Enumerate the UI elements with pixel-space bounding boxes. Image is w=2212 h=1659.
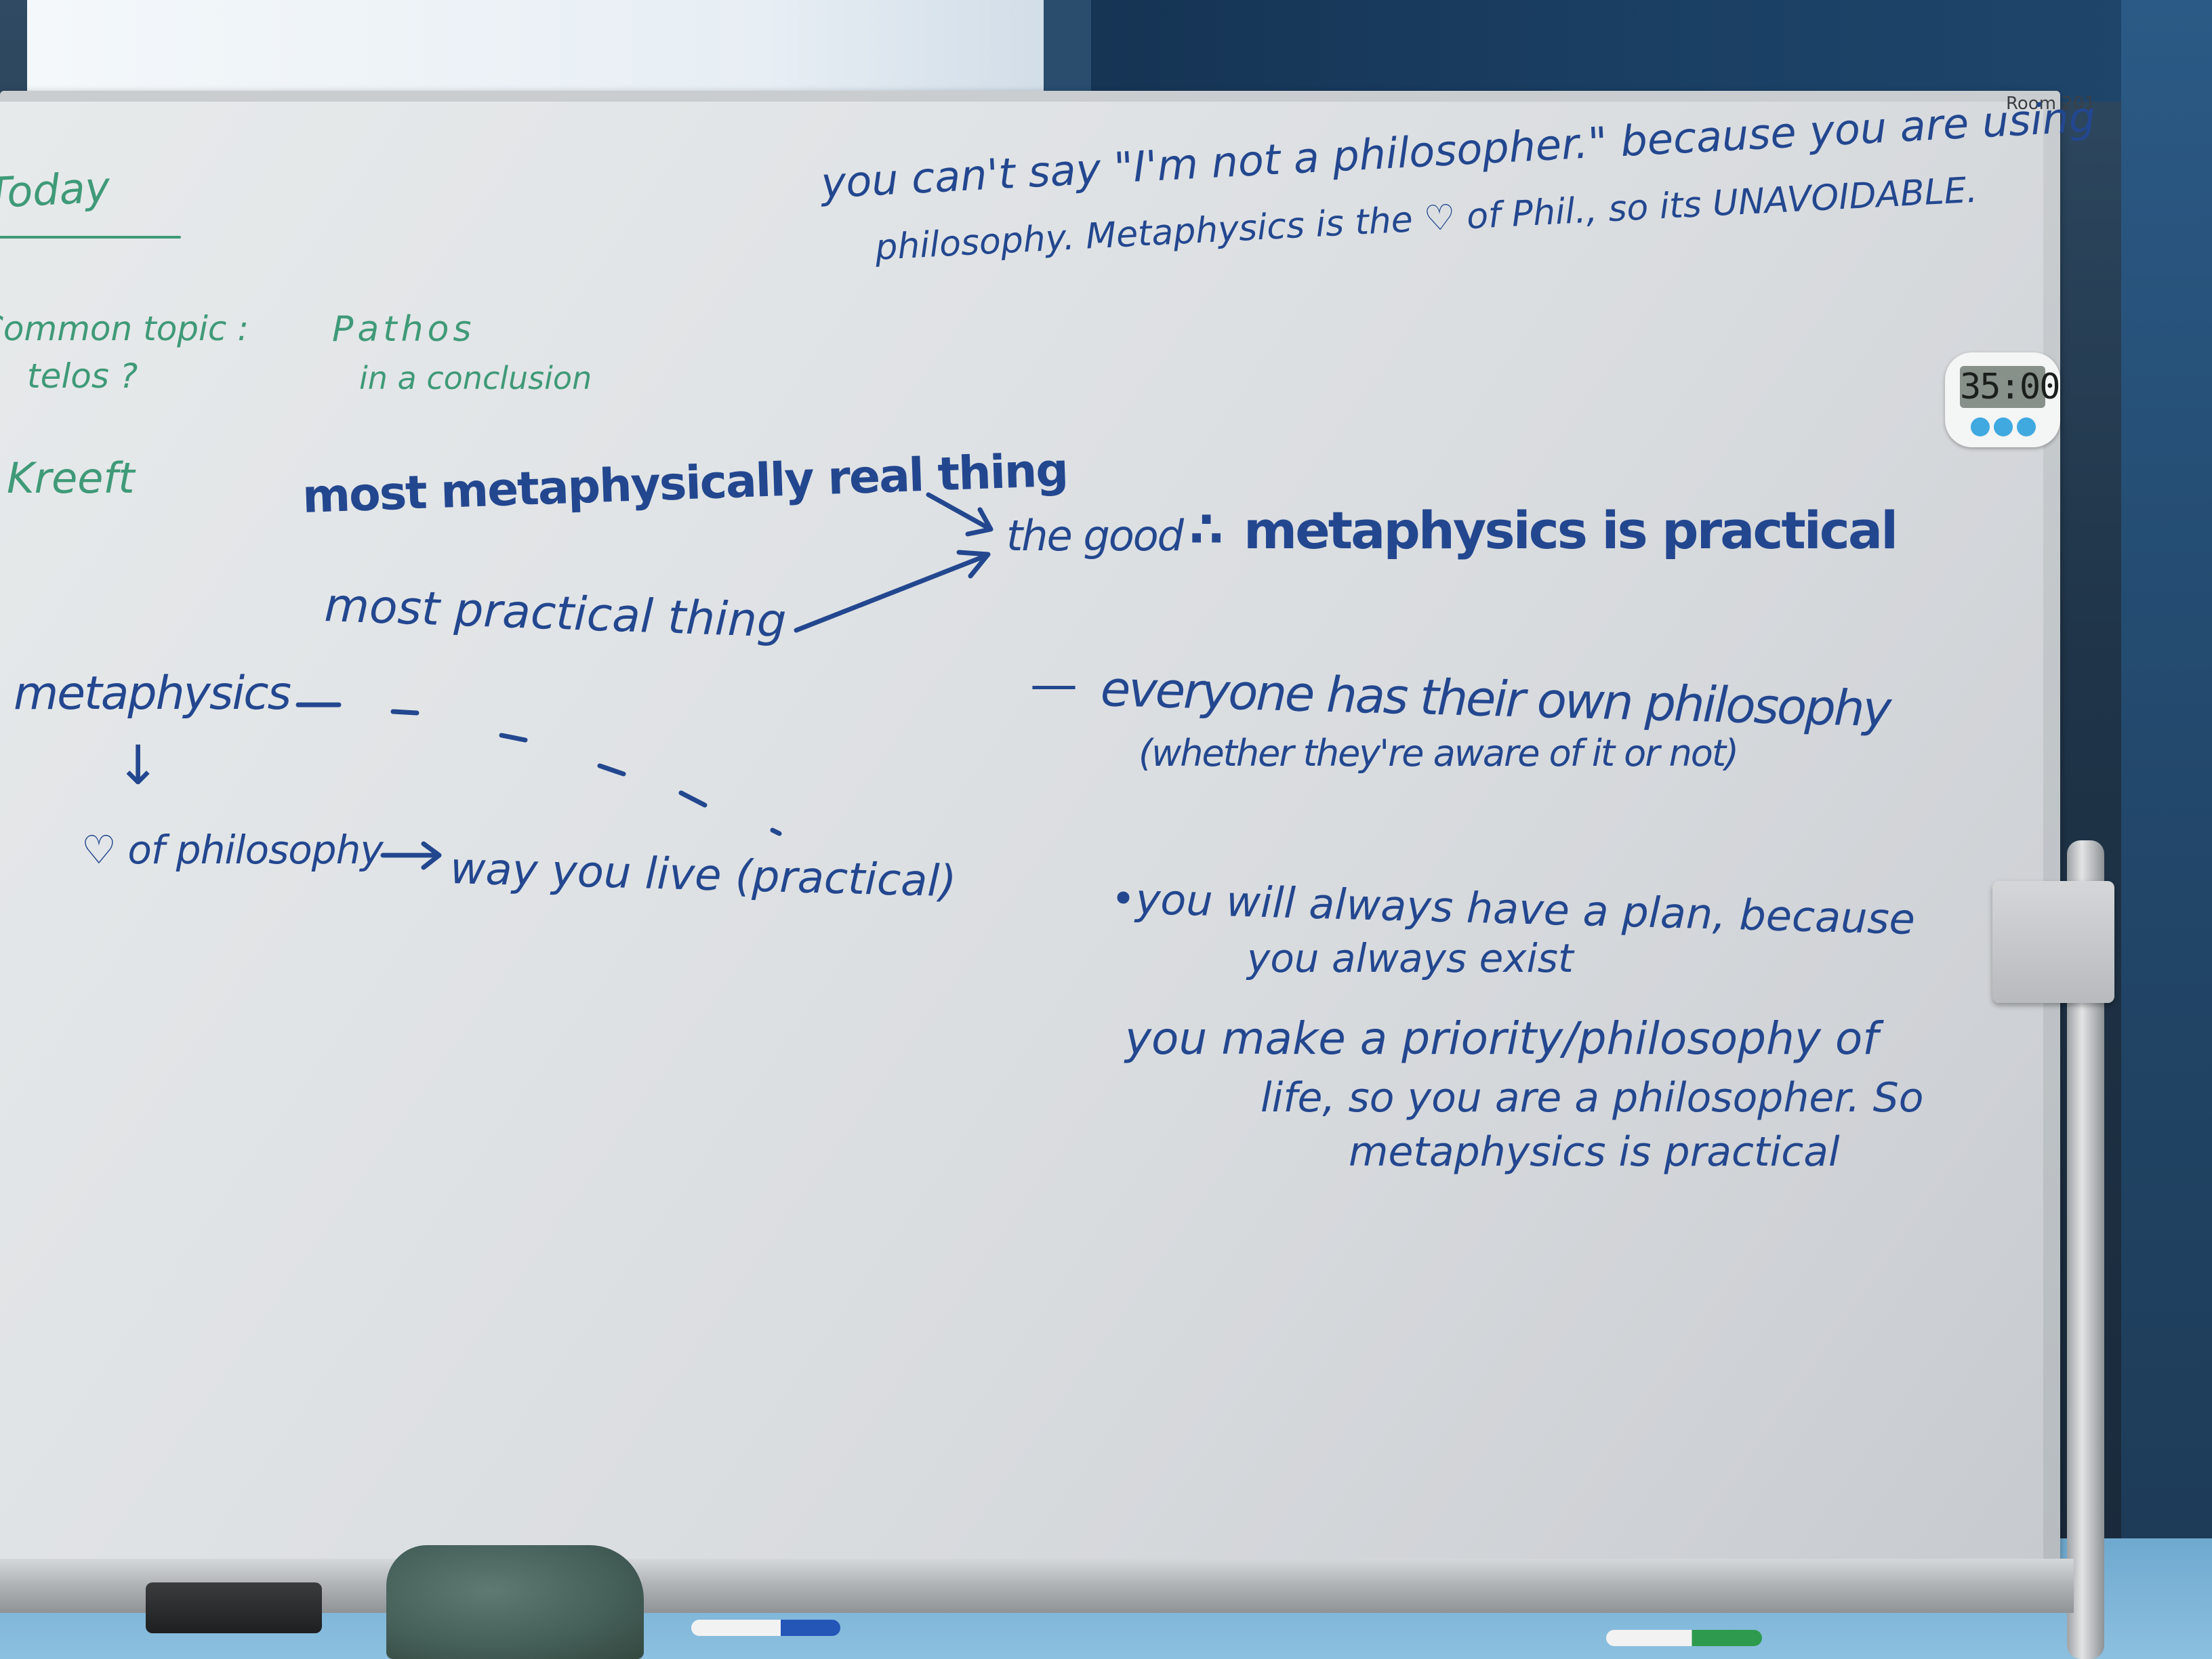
kreeft-note: Kreeft <box>7 453 135 503</box>
therefore-symbol: ∴ <box>1189 501 1224 558</box>
in-conclusion-note: in a conclusion <box>359 360 592 396</box>
pathos-note: Pathos <box>332 309 476 350</box>
metaphysics-is-practical: metaphysics is practical <box>1244 500 1898 560</box>
blue-marker[interactable] <box>691 1620 840 1636</box>
dash-mark: — <box>1030 657 1078 712</box>
whiteboard-surface <box>0 102 2043 1559</box>
always-have-plan-line-2: you always exist <box>1247 935 1574 981</box>
down-arrow: ↓ <box>115 734 161 797</box>
marker-holder-clip <box>1992 881 2114 1003</box>
timer-button-2[interactable] <box>1994 417 2013 436</box>
today-note: Today <box>0 162 111 218</box>
priority-line-2: life, so you are a philosopher. So <box>1261 1074 1924 1122</box>
priority-line-3: metaphysics is practical <box>1349 1128 1840 1176</box>
heart-of-philosophy: ♡ of philosophy <box>81 827 384 873</box>
whether-aware-note: (whether they're aware of it or not) <box>1139 732 1739 775</box>
room-label: Room 201 <box>2006 94 2095 114</box>
side-wall <box>2121 0 2212 1659</box>
green-marker[interactable] <box>1606 1630 1762 1646</box>
cleaning-cloth[interactable] <box>386 1545 644 1659</box>
window-frame <box>1044 0 1091 95</box>
timer-button-1[interactable] <box>1971 417 1990 436</box>
timer-button-3[interactable] <box>2017 417 2036 436</box>
window <box>27 0 1084 95</box>
metaphysics-label: metaphysics <box>14 667 291 720</box>
marker-tray <box>0 1559 2074 1613</box>
back-wall <box>1091 0 2212 102</box>
the-good: the good <box>1006 511 1184 560</box>
timer-display: 35:00 <box>1960 366 2061 408</box>
way-you-live-practical: way you live (practical) <box>449 844 958 907</box>
telos-note: telos ? <box>27 356 138 396</box>
whiteboard-eraser[interactable] <box>146 1582 322 1633</box>
common-topic-note: Common topic : <box>0 309 249 348</box>
priority-line-1: you make a priority/philosophy of <box>1125 1012 1879 1065</box>
kitchen-timer[interactable]: 35:00 <box>1945 352 2061 447</box>
